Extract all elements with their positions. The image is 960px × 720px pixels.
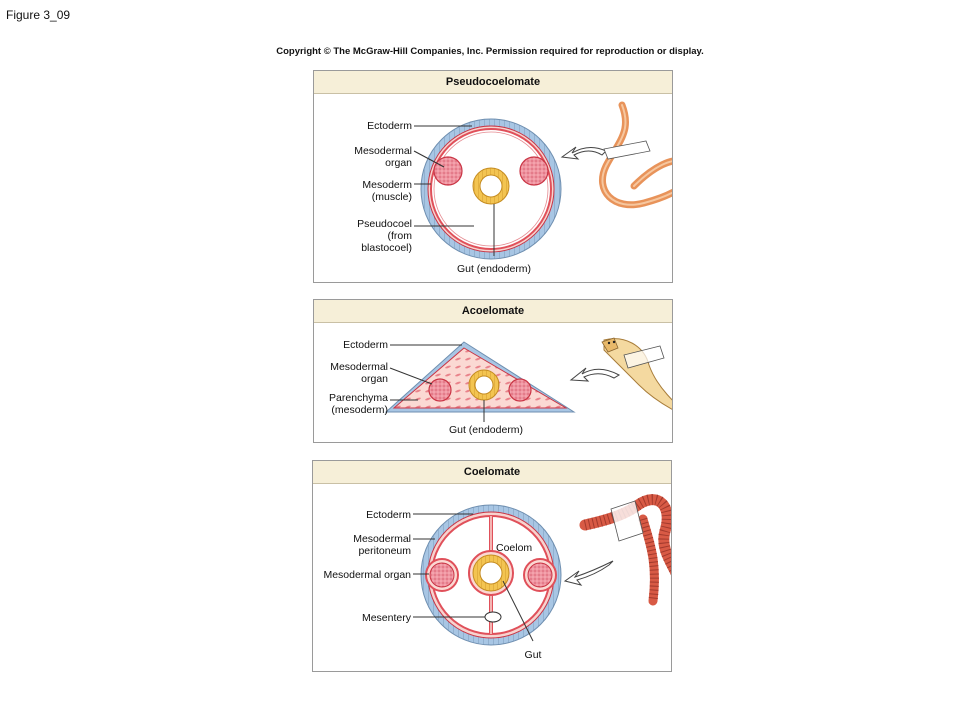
label-gut: Gut (endoderm) <box>448 424 524 436</box>
label-ectoderm: Ectoderm <box>343 339 388 351</box>
panel-title: Coelomate <box>313 461 671 484</box>
label-mesodermal-organ: Mesodermal organ <box>354 145 412 169</box>
coelomate-diagram <box>413 494 671 646</box>
section-arrow <box>569 367 621 382</box>
label-ectoderm: Ectoderm <box>367 120 412 132</box>
flatworm-illustration <box>601 337 672 410</box>
label-gut: Gut <box>524 649 542 661</box>
panel-title: Pseudocoelomate <box>314 71 672 94</box>
acoelomate-body-section <box>384 341 576 413</box>
label-parenchyma: Parenchyma (mesoderm) <box>329 392 388 416</box>
copyright-notice: Copyright © The McGraw-Hill Companies, I… <box>276 46 704 57</box>
label-gut: Gut (endoderm) <box>456 263 532 275</box>
label-coelom: Coelom <box>496 542 533 554</box>
panel-acoelomate: Acoelomate <box>313 299 673 443</box>
panel-pseudocoelomate: Pseudocoelomate <box>313 70 673 283</box>
coelomate-body-section <box>420 504 562 646</box>
panel-coelomate: Coelomate <box>312 460 672 672</box>
figure-label: Figure 3_09 <box>6 8 71 22</box>
earthworm-illustration <box>579 494 671 606</box>
label-mesoderm: Mesoderm (muscle) <box>362 179 412 203</box>
roundworm-illustration <box>598 101 672 209</box>
label-mesodermal-organ: Mesodermal organ <box>330 361 388 385</box>
section-arrow <box>560 146 607 160</box>
label-peritoneum: Mesodermal peritoneum <box>353 533 411 557</box>
section-arrow <box>563 560 614 586</box>
label-ectoderm: Ectoderm <box>366 509 411 521</box>
label-pseudocoel: Pseudocoel (from blastocoel) <box>357 218 412 254</box>
panel-title: Acoelomate <box>314 300 672 323</box>
label-mesodermal-organ: Mesodermal organ <box>323 569 411 581</box>
pseudocoelomate-body-section <box>420 118 562 260</box>
acoelomate-diagram <box>384 337 672 422</box>
label-mesentery: Mesentery <box>361 612 411 624</box>
pseudocoelomate-diagram <box>413 101 672 260</box>
